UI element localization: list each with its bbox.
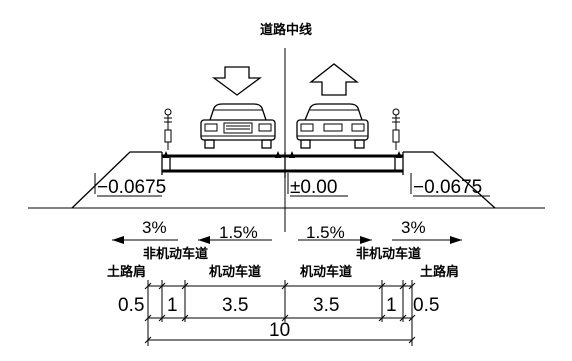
label-motor-lane-right: 机动车道	[300, 264, 352, 280]
car-rear-icon	[296, 103, 369, 149]
slope-right-shoulder: 3%	[401, 218, 426, 237]
dim-motor-left: 3.5	[222, 295, 248, 316]
elevation-left: −0.0675	[97, 177, 166, 198]
cyclist-icon	[164, 108, 172, 150]
label-non-motor-lane-left: 非机动车道	[143, 246, 208, 262]
up-arrow-icon	[309, 63, 359, 96]
diagram-title: 道路中线	[260, 22, 312, 38]
down-arrow-icon	[212, 66, 262, 96]
dim-shoulder-right: 0.5	[413, 295, 439, 316]
dim-shoulder-left: 0.5	[118, 295, 144, 316]
label-motor-lane-left: 机动车道	[209, 264, 261, 280]
car-front-icon	[200, 103, 276, 149]
slope-left-shoulder: 3%	[142, 218, 167, 237]
slope-arrows	[112, 236, 462, 244]
dim-non-motor-right: 1	[386, 295, 397, 316]
label-non-motor-lane-right: 非机动车道	[356, 246, 421, 262]
elevation-center: ±0.00	[290, 177, 337, 198]
dim-motor-right: 3.5	[313, 295, 339, 316]
dim-non-motor-left: 1	[167, 295, 178, 316]
cyclist-icon	[392, 108, 400, 150]
dim-total: 10	[269, 320, 290, 341]
slope-right-carriageway: 1.5%	[306, 223, 345, 242]
elevation-right: −0.0675	[413, 177, 482, 198]
label-soil-shoulder-right: 土路肩	[420, 264, 459, 280]
dimension-lines	[144, 280, 416, 346]
label-soil-shoulder-left: 土路肩	[107, 264, 146, 280]
slope-left-carriageway: 1.5%	[219, 223, 258, 242]
road-section	[28, 151, 545, 209]
